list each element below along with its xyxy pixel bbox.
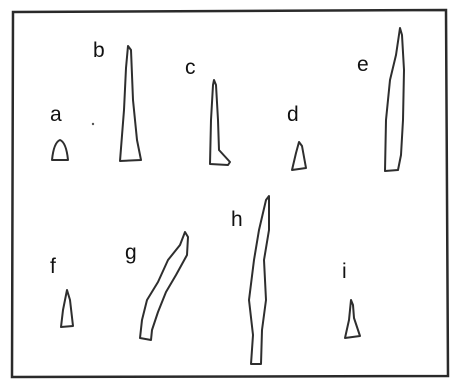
item-shape-i xyxy=(345,300,360,338)
speck-mark xyxy=(92,123,94,125)
item-label-a: a xyxy=(50,103,62,126)
figure-frame xyxy=(12,10,448,377)
item-label-f: f xyxy=(50,255,56,278)
item-label-c: c xyxy=(185,56,196,79)
item-shape-b xyxy=(120,46,141,161)
item-label-b: b xyxy=(93,39,105,62)
item-label-h: h xyxy=(231,208,243,231)
item-shape-a xyxy=(52,140,68,160)
item-label-i: i xyxy=(342,260,347,283)
item-label-d: d xyxy=(287,103,299,126)
item-label-g: g xyxy=(125,241,137,264)
item-shape-f xyxy=(61,290,73,327)
item-label-e: e xyxy=(357,53,369,76)
item-shape-e xyxy=(385,28,404,171)
item-shape-g xyxy=(140,232,188,340)
item-shape-d xyxy=(292,142,306,170)
item-shape-h xyxy=(249,196,269,364)
item-shape-c xyxy=(210,80,230,165)
